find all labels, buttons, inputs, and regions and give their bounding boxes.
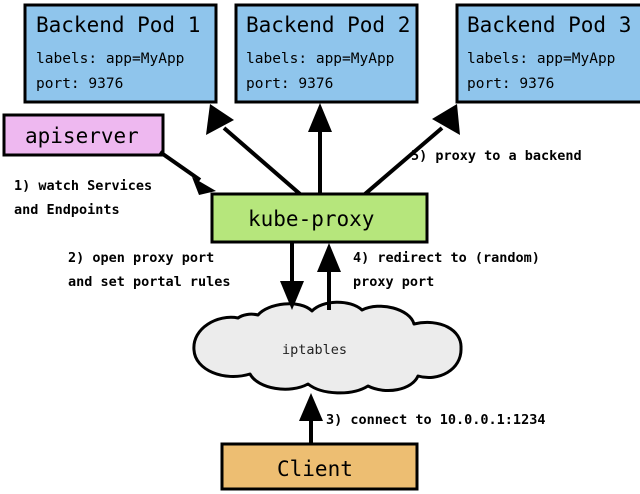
backend-pod-1-box [23, 3, 218, 104]
kube-proxy-title: kube-proxy [248, 207, 374, 231]
backend-pod-3-title: Backend Pod 3 [467, 13, 631, 37]
edge-pod1-line [222, 126, 302, 196]
edge-watch-label-line2: and Endpoints [14, 202, 120, 218]
backend-pod-2-port: port: 9376 [246, 76, 333, 92]
edge-redirect-label-line2: proxy port [353, 274, 434, 290]
backend-pod-1-title: Backend Pod 1 [36, 13, 200, 37]
backend-pod-2-box [234, 3, 419, 104]
edge-watch-line [158, 150, 202, 182]
edge-proxy-to-pod3: 5) proxy to a backend [363, 104, 582, 196]
apiserver-box [2, 113, 165, 157]
edge-pod3-line [363, 126, 444, 196]
client-title: Client [277, 457, 353, 481]
edge-watch-label-line1: 1) watch Services [14, 178, 152, 194]
edge-proxy-to-pod2 [308, 103, 332, 194]
node-backend-pod-1: Backend Pod 1 labels: app=MyApp port: 93… [23, 3, 218, 104]
edge-watch-arrowhead [192, 177, 216, 195]
node-apiserver: apiserver [2, 113, 165, 157]
backend-pod-1-labels: labels: app=MyApp [36, 51, 184, 67]
edge-open-proxy-label-line1: 2) open proxy port [68, 250, 214, 266]
client-box [220, 442, 419, 491]
node-client: Client [220, 442, 419, 491]
iptables-title: iptables [282, 342, 347, 358]
edge-pod2-arrowhead [308, 103, 332, 132]
backend-pod-1-port: port: 9376 [36, 76, 123, 92]
edge-redirect-arrowhead [317, 243, 341, 272]
edge-connect-label: 3) connect to 10.0.0.1:1234 [326, 412, 545, 428]
edge-pod1-arrowhead [206, 104, 234, 135]
apiserver-title: apiserver [25, 124, 139, 148]
edge-redirect-to-proxy-port: 4) redirect to (random) proxy port [317, 243, 540, 310]
edge-client-connect: 3) connect to 10.0.0.1:1234 [299, 393, 545, 444]
node-kube-proxy: kube-proxy [210, 192, 429, 244]
backend-pod-3-labels: labels: app=MyApp [467, 51, 615, 67]
edge-proxy-to-pod1 [206, 104, 302, 196]
node-iptables-cloud: iptables [192, 300, 463, 395]
iptables-cloud-shape [192, 300, 463, 395]
edge-proxy-backend-label: 5) proxy to a backend [411, 148, 582, 164]
edge-connect-arrowhead [299, 393, 323, 421]
backend-pod-2-labels: labels: app=MyApp [246, 51, 394, 67]
edge-pod3-arrowhead [432, 104, 460, 135]
backend-pod-3-box [455, 3, 640, 104]
kube-proxy-box [210, 192, 429, 244]
edge-redirect-label-line1: 4) redirect to (random) [353, 250, 540, 266]
node-backend-pod-3: Backend Pod 3 labels: app=MyApp port: 93… [455, 3, 640, 104]
edge-open-proxy-arrowhead [280, 281, 304, 310]
edge-open-proxy-port: 2) open proxy port and set portal rules [68, 242, 304, 310]
edge-open-proxy-label-line2: and set portal rules [68, 274, 231, 290]
node-backend-pod-2: Backend Pod 2 labels: app=MyApp port: 93… [234, 3, 419, 104]
edge-watch-services: 1) watch Services and Endpoints [14, 150, 216, 218]
backend-pod-3-port: port: 9376 [467, 76, 554, 92]
backend-pod-2-title: Backend Pod 2 [246, 13, 410, 37]
